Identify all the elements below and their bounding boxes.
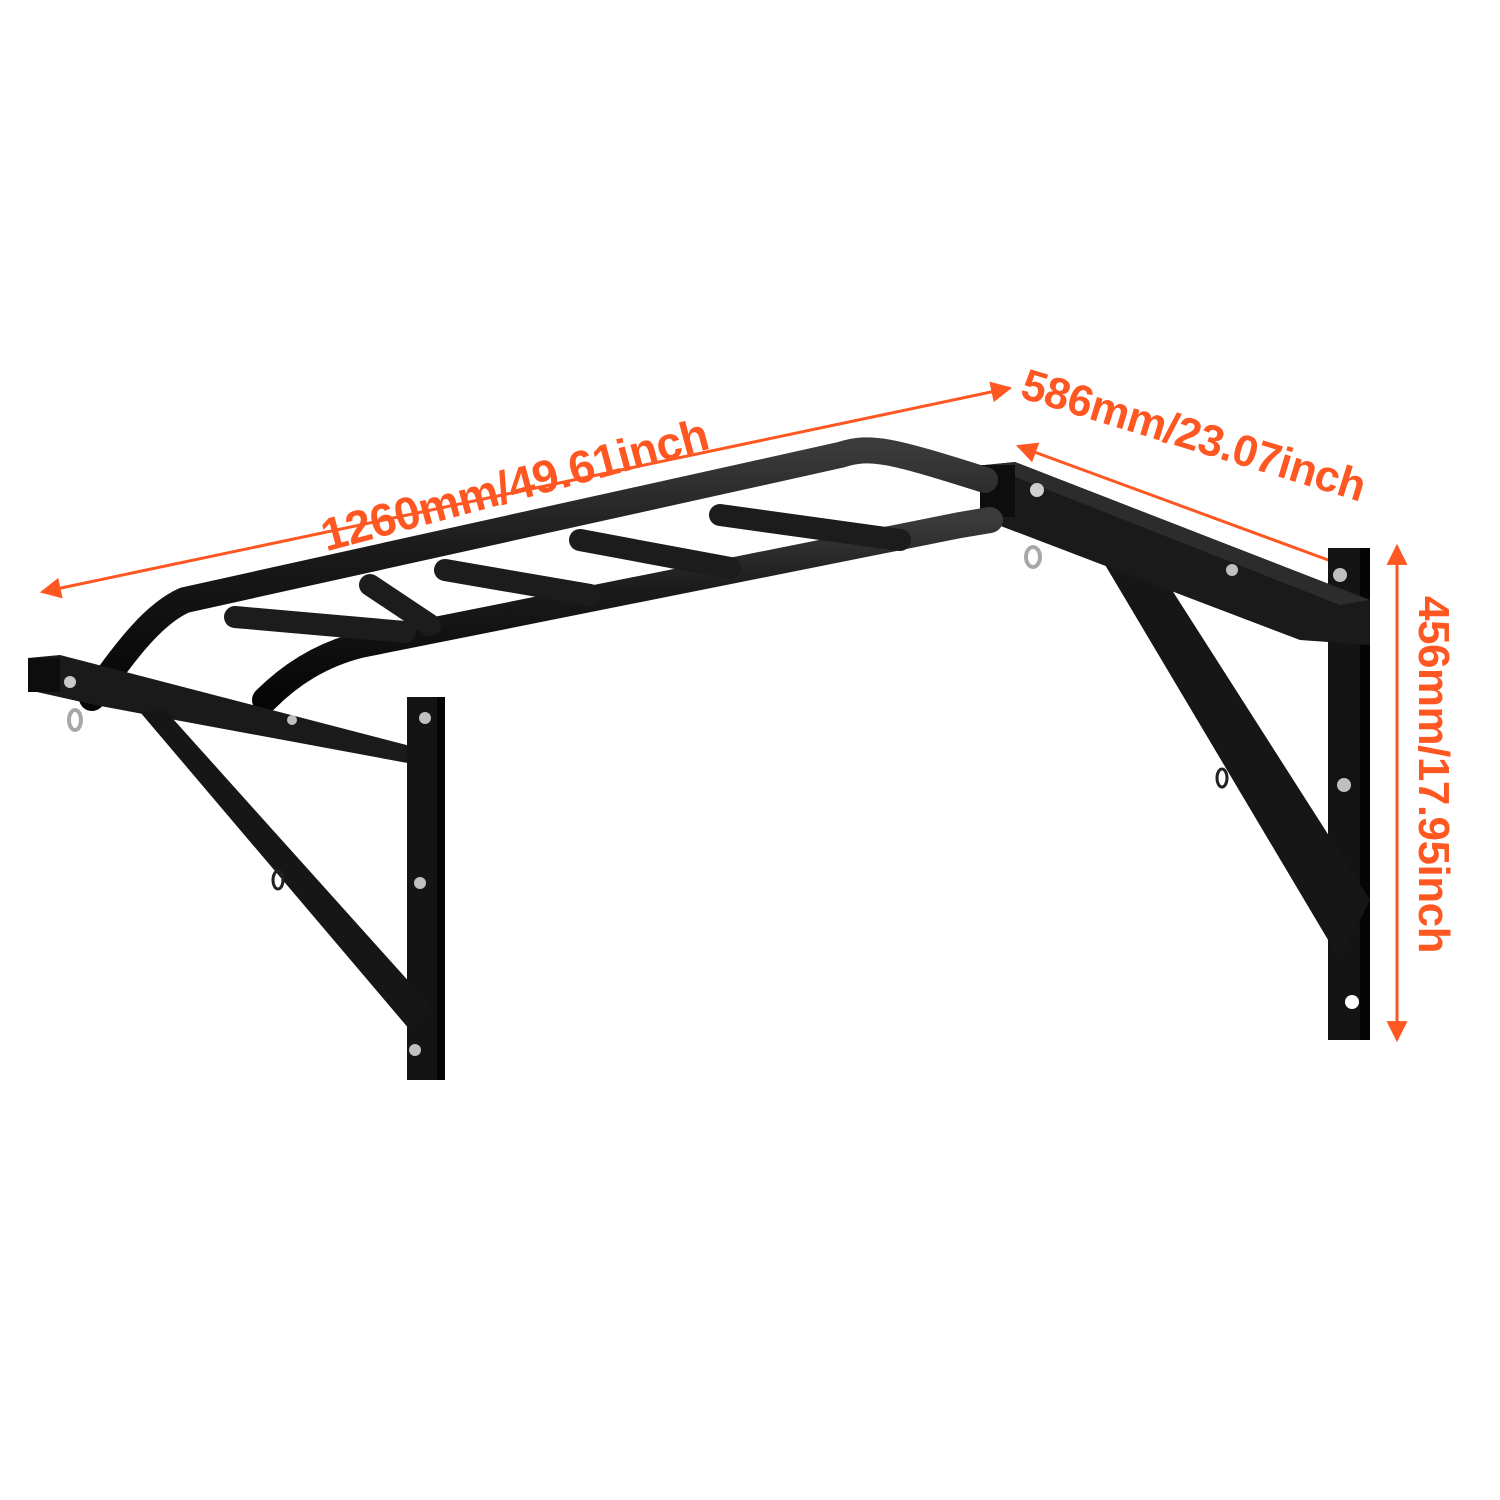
width-dimension-arrow [39,381,1013,599]
left-top-arm [28,655,445,770]
rung-4 [569,529,741,579]
pull-up-frame [79,437,1003,713]
rung-3 [434,559,601,606]
rung-5 [709,504,911,551]
height-dimension-label: 456mm/17.95inch [1409,596,1458,953]
rung-2 [359,574,441,636]
rung-1 [224,606,416,643]
depth-dimension-arrow [1016,442,1352,572]
left-wall-bracket [140,697,445,1080]
